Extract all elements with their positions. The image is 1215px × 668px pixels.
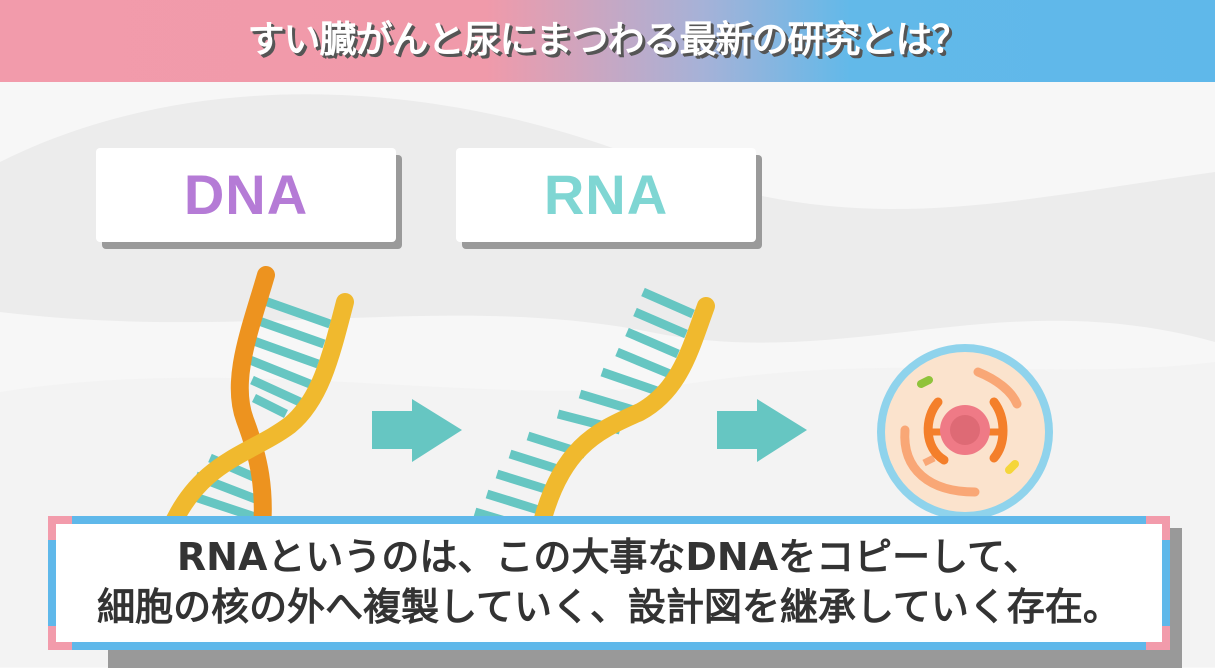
rna-label-card: RNA — [456, 148, 756, 242]
cell-icon — [877, 344, 1053, 520]
page-title: すい臓がんと尿にまつわる最新の研究とは？ — [247, 18, 969, 61]
arrow-right-icon — [717, 399, 807, 462]
dna-double-helix-icon — [161, 266, 354, 539]
dna-label-card: DNA — [96, 148, 396, 242]
rna-label: RNA — [543, 163, 669, 226]
caption-frame: RNAというのは、この大事なDNAをコピーして、 細胞の核の外へ複製していく、設… — [48, 516, 1170, 650]
dna-label: DNA — [183, 163, 309, 226]
rna-single-strand-icon — [473, 287, 715, 539]
arrow-right-icon — [372, 399, 462, 462]
title-banner: すい臓がんと尿にまつわる最新の研究とは？ — [0, 0, 1215, 82]
caption-text: RNAというのは、この大事なDNAをコピーして、 細胞の核の外へ複製していく、設… — [56, 524, 1162, 642]
caption-line-1: RNAというのは、この大事なDNAをコピーして、 — [176, 535, 1042, 579]
subtitle-caption: RNAというのは、この大事なDNAをコピーして、 細胞の核の外へ複製していく、設… — [48, 516, 1182, 668]
caption-line-2: 細胞の核の外へ複製していく、設計図を継承していく存在。 — [97, 585, 1121, 629]
